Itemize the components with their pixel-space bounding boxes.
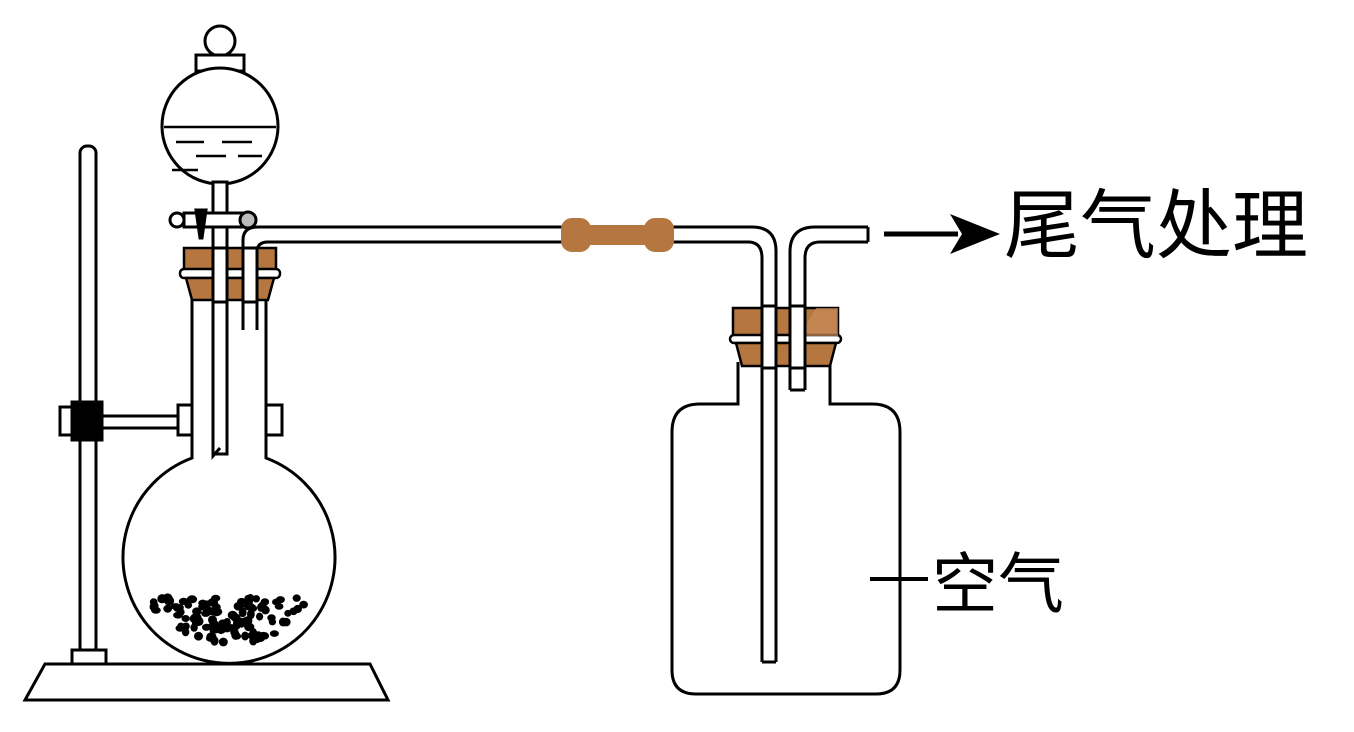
particle — [212, 603, 221, 611]
particle — [211, 609, 222, 617]
stopcock — [168, 208, 258, 240]
bottle-stopper-highlight — [800, 308, 838, 336]
funnel-stopper-knob — [203, 24, 237, 58]
particle — [238, 607, 247, 618]
particle — [192, 607, 202, 616]
particle — [252, 595, 260, 603]
stopper-tube-pass — [211, 246, 259, 304]
particle — [151, 606, 161, 614]
stand-base — [22, 662, 391, 702]
particle — [269, 630, 279, 637]
particle — [186, 595, 198, 604]
particle — [267, 614, 276, 622]
tail-gas-label: 尾气处理 — [1004, 181, 1308, 270]
particle — [181, 615, 190, 622]
particle — [292, 594, 301, 602]
particle — [194, 631, 203, 641]
particle — [202, 623, 212, 631]
stopcock-key — [194, 208, 208, 240]
outlet-arrow — [884, 214, 1000, 254]
clamp-arm — [100, 414, 180, 430]
particle — [211, 594, 221, 602]
bottle-stopper — [728, 306, 843, 368]
delivery-tube-outer — [241, 225, 778, 662]
particle — [177, 622, 185, 630]
particle — [278, 617, 288, 627]
particle — [206, 635, 216, 642]
clamp-boss — [70, 400, 104, 442]
outlet-tube-inner — [803, 240, 868, 390]
particle — [184, 601, 193, 609]
particle — [249, 604, 258, 612]
round-bottom-flask — [121, 300, 337, 665]
particle — [257, 602, 265, 612]
arrow-head — [950, 214, 1000, 254]
bottle-stopper-bottom — [734, 341, 838, 368]
funnel-stem-tip — [211, 442, 222, 460]
particle — [208, 615, 217, 625]
outlet-tube-outer — [788, 225, 868, 390]
particle — [272, 598, 281, 606]
particle — [230, 613, 241, 622]
flask-stopper-top — [182, 246, 278, 272]
particle — [201, 610, 211, 617]
connector-right-bulge — [644, 218, 674, 252]
outlet-tube — [788, 225, 870, 392]
stand-rod — [78, 144, 98, 656]
connector-left-bulge — [561, 218, 591, 252]
particle — [256, 612, 264, 621]
stopcock-left-knob — [168, 211, 186, 229]
clamp-screw — [58, 405, 74, 437]
stopcock-right-knob — [238, 210, 258, 230]
particle — [194, 616, 204, 627]
bottle-stopper-tube-pass — [760, 304, 807, 370]
flask-stopper-bottom — [184, 276, 276, 302]
particle — [218, 637, 228, 647]
particle — [198, 603, 207, 611]
flask-body — [121, 300, 337, 665]
particle — [249, 628, 257, 637]
particle — [190, 623, 198, 632]
iron-stand — [22, 144, 391, 702]
funnel-liquid — [164, 125, 276, 172]
stand-rod-foot — [70, 648, 108, 666]
particle — [231, 630, 240, 640]
particle — [246, 594, 255, 603]
rubber-connector — [561, 218, 674, 252]
flask-stopper — [178, 246, 282, 302]
particle — [226, 624, 237, 632]
solid-particles — [149, 593, 308, 647]
particle — [157, 594, 167, 604]
particle — [241, 631, 250, 641]
delivery-tube-inner — [255, 240, 764, 662]
particle — [236, 600, 245, 609]
particle — [239, 617, 250, 625]
gas-collection-bottle — [670, 362, 902, 696]
bottle-body — [670, 362, 902, 696]
particle — [213, 625, 223, 633]
particle — [170, 603, 181, 610]
particle — [163, 604, 173, 613]
air-label: 空气 — [932, 546, 1064, 623]
flask-stopper-ring — [178, 267, 282, 280]
particle — [289, 607, 298, 616]
particle — [254, 635, 265, 643]
particle — [299, 600, 308, 609]
